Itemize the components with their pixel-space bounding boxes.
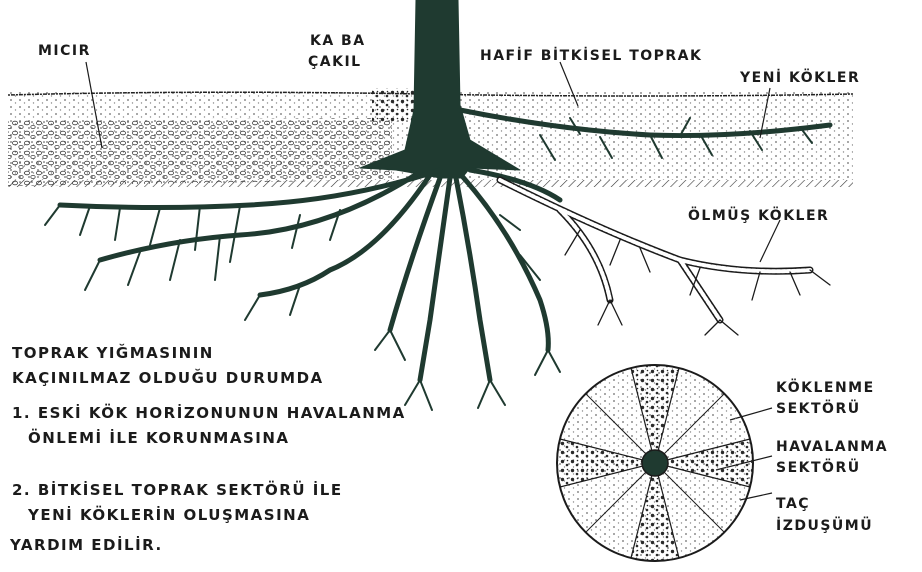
instruction-item2-3: YARDIM EDİLİR. [9,535,163,554]
label-kaba-cakil-1: KA BA [310,33,366,49]
legend-tac-1: TAÇ [776,496,810,512]
instruction-item2-2: YENİ KÖKLERİN OLUŞMASINA [27,505,310,524]
legend-koklenme-2: SEKTÖRÜ [776,399,861,417]
legend-tac-2: İZDUŞÜMÜ [776,516,873,534]
label-kaba-cakil-2: ÇAKIL [308,54,362,70]
instruction-heading-2: KAÇINILMAZ OLDUĞU DURUMDA [12,368,324,387]
label-olmus-kokler: ÖLMÜŞ KÖKLER [688,206,829,224]
trunk-center [642,450,668,476]
instruction-item1-2: ÖNLEMİ İLE KORUNMASINA [28,428,290,447]
label-micir: MICIR [38,43,91,59]
instruction-item2-1: 2. BİTKİSEL TOPRAK SEKTÖRÜ İLE [12,480,343,499]
sector-plan-diagram [557,365,753,561]
micir-layer [8,118,392,186]
legend-havalanma-2: SEKTÖRÜ [776,458,861,476]
legend-labels: KÖKLENME SEKTÖRÜ HAVALANMA SEKTÖRÜ TAÇ İ… [776,378,888,534]
instruction-heading-1: TOPRAK YIĞMASININ [12,343,214,362]
label-yeni-kokler: YENİ KÖKLER [739,68,860,86]
dead-roots [500,180,830,335]
instruction-text: TOPRAK YIĞMASININ KAÇINILMAZ OLDUĞU DURU… [9,343,406,554]
hatched-base-line [8,180,853,187]
legend-koklenme-1: KÖKLENME [776,378,875,396]
instruction-item1-1: 1. ESKİ KÖK HORİZONUNUN HAVALANMA [12,403,406,422]
label-hafif-toprak: HAFİF BİTKİSEL TOPRAK [480,47,702,64]
legend-havalanma-1: HAVALANMA [776,439,888,455]
